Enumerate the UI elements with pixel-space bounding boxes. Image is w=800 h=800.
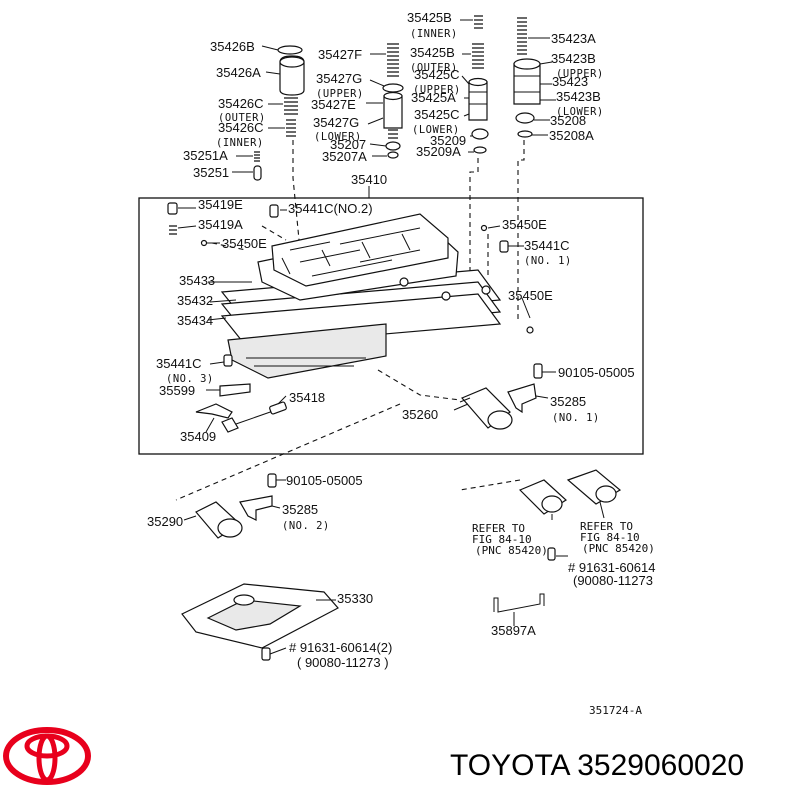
bolts-inside <box>167 202 534 367</box>
label-35207A: 35207A <box>322 149 367 164</box>
refer-a-line1: REFER TO <box>472 522 525 535</box>
part-35260-group <box>453 363 556 430</box>
toyota-logo-icon <box>3 727 91 785</box>
label-90080-b: ( 90080-11273 ) <box>297 655 389 670</box>
label-35423B-lower-sub: (LOWER) <box>556 106 604 118</box>
label-35423A: 35423A <box>551 31 596 46</box>
label-35441C-no3: 35441C <box>156 356 202 371</box>
label-35425A: 35425A <box>411 90 456 105</box>
label-35427G-lower-sub: (LOWER) <box>314 131 362 143</box>
label-35450E-c: 35450E <box>508 288 553 303</box>
label-35450E-b: 35450E <box>222 236 267 251</box>
label-35425C-lower: 35425C <box>414 107 460 122</box>
label-35419E: 35419E <box>198 197 243 212</box>
label-35410: 35410 <box>351 172 387 187</box>
label-35425C-upper-sub: (UPPER) <box>413 84 461 96</box>
label-35441C-no3-sub: (NO. 3) <box>166 373 214 385</box>
label-35441C-no2: 35441C(NO.2) <box>288 201 373 216</box>
label-35208A: 35208A <box>549 128 594 143</box>
refer-b-line1: REFER TO <box>580 520 633 533</box>
part-labels: 35425B (INNER) 35423A 35426B 35427F 3542… <box>147 10 655 717</box>
label-35425B-inner-sub: (INNER) <box>410 28 458 40</box>
part-35423-group <box>513 17 556 138</box>
label-35209: 35209 <box>430 133 466 148</box>
label-35427G-upper-sub: (UPPER) <box>316 88 364 100</box>
label-35426C-inner-sub: (INNER) <box>216 137 264 149</box>
label-35330: 35330 <box>337 591 373 606</box>
label-35427F: 35427F <box>318 47 362 62</box>
label-90080-a: (90080-11273 <box>573 573 653 588</box>
valve-body-frame <box>138 197 644 455</box>
label-35260: 35260 <box>402 407 438 422</box>
part-35425-group <box>460 15 489 154</box>
label-35427G-lower: 35427G <box>313 115 359 130</box>
label-35426B: 35426B <box>210 39 255 54</box>
label-35427E: 35427E <box>311 97 356 112</box>
label-35426A: 35426A <box>216 65 261 80</box>
label-35208: 35208 <box>550 113 586 128</box>
part-35330-strainer <box>181 583 339 661</box>
label-35425B-inner: 35425B <box>407 10 452 25</box>
label-35426C-outer: 35426C <box>218 96 264 111</box>
label-35425B-outer: 35425B <box>410 45 455 60</box>
label-90105-a: 90105-05005 <box>558 365 635 380</box>
label-35285-no1: 35285 <box>550 394 586 409</box>
label-35251: 35251 <box>193 165 229 180</box>
label-35426C-outer-sub: (OUTER) <box>218 112 266 124</box>
brand-caption: TOYOTA 3529060020 <box>450 749 744 782</box>
label-35441C-no1: 35441C <box>524 238 570 253</box>
label-35419A: 35419A <box>198 217 243 232</box>
refer-b-line2: FIG 84-10 <box>580 531 640 544</box>
part-35251-group <box>232 151 262 181</box>
label-35423B-upper-sub: (UPPER) <box>556 68 604 80</box>
label-35450E-a: 35450E <box>502 217 547 232</box>
label-35441C-no1-sub: (NO. 1) <box>524 255 572 267</box>
label-35285-no2-sub: (NO. 2) <box>282 520 330 532</box>
refer-b-line3: (PNC 85420) <box>582 542 655 555</box>
label-35426C-inner: 35426C <box>218 120 264 135</box>
label-35409: 35409 <box>180 429 216 444</box>
valve-body <box>220 213 502 379</box>
part-35599-35418-group <box>195 383 287 433</box>
label-35433: 35433 <box>179 273 215 288</box>
label-35434: 35434 <box>177 313 213 328</box>
part-35897A-clip <box>493 593 545 626</box>
part-35426-group <box>261 45 305 137</box>
label-91631-b: # 91631-60614(2) <box>289 640 392 655</box>
part-35290-group <box>183 473 286 539</box>
label-35207: 35207 <box>330 137 366 152</box>
label-35285-no2: 35285 <box>282 502 318 517</box>
label-35425C-lower-sub: (LOWER) <box>412 124 460 136</box>
label-35599: 35599 <box>159 383 195 398</box>
part-35427-group <box>366 43 404 159</box>
label-35432: 35432 <box>177 293 213 308</box>
label-35209A: 35209A <box>416 144 461 159</box>
ref-solenoids <box>518 469 622 561</box>
label-35425C-upper: 35425C <box>414 67 460 82</box>
label-90105-b: 90105-05005 <box>286 473 363 488</box>
label-35425B-outer-sub: (OUTER) <box>410 62 458 74</box>
label-35423: 35423 <box>552 74 588 89</box>
label-35423B-lower: 35423B <box>556 89 601 104</box>
label-35418: 35418 <box>289 390 325 405</box>
label-35427G-upper: 35427G <box>316 71 362 86</box>
refer-a-line2: FIG 84-10 <box>472 533 532 546</box>
label-35285-no1-sub: (NO. 1) <box>552 412 600 424</box>
label-35897A: 35897A <box>491 623 536 638</box>
label-35290: 35290 <box>147 514 183 529</box>
figure-code: 351724-A <box>589 704 642 717</box>
label-35423B-upper: 35423B <box>551 51 596 66</box>
label-35251A: 35251A <box>183 148 228 163</box>
refer-a-line3: (PNC 85420) <box>475 544 548 557</box>
label-91631-a: # 91631-60614 <box>568 560 655 575</box>
